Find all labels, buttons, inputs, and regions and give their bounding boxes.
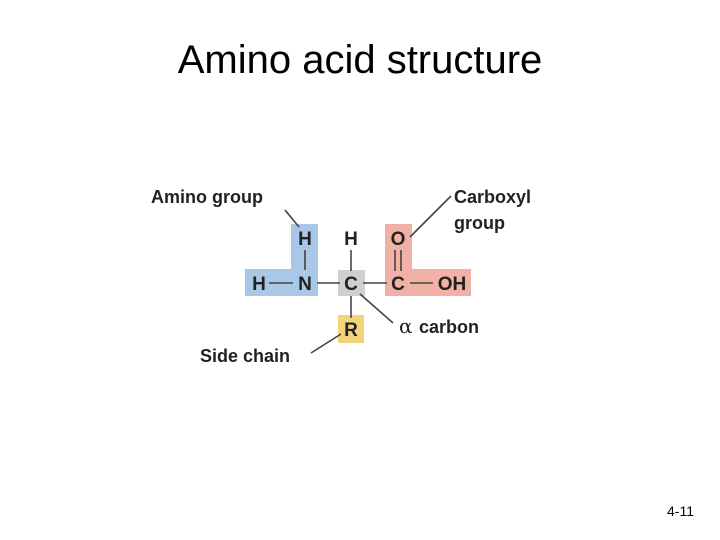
side-chain-leader <box>310 333 342 354</box>
atom-oh: OH <box>438 274 467 295</box>
amino-group-label: Amino group <box>151 187 263 207</box>
alpha-carbon-highlight <box>338 270 365 296</box>
alpha-carbon-leader <box>359 293 394 324</box>
atom-h-left: H <box>252 274 266 295</box>
side-chain-label: Side chain <box>200 346 290 366</box>
slide-title: Amino acid structure <box>177 38 543 82</box>
carboxyl-label-line1: Carboxyl <box>454 187 531 207</box>
carboxyl-group-leader <box>409 195 452 238</box>
atom-r: R <box>344 320 358 341</box>
atom-h-alpha-top: H <box>344 229 358 250</box>
atom-o: O <box>391 229 406 250</box>
page-number: 4-11 <box>667 503 694 519</box>
r-group-highlight <box>338 315 364 343</box>
atom-c-alpha: C <box>344 274 358 295</box>
atom-c-carboxyl: C <box>391 274 405 295</box>
atom-h-amino-top: H <box>298 229 312 250</box>
amino-group-leader <box>284 209 300 228</box>
alpha-symbol: α <box>399 314 413 338</box>
double-bond-c-o <box>394 250 402 271</box>
carboxyl-label-line2: group <box>454 213 505 233</box>
atom-n: N <box>298 274 312 295</box>
alpha-carbon-label: carbon <box>419 317 479 337</box>
